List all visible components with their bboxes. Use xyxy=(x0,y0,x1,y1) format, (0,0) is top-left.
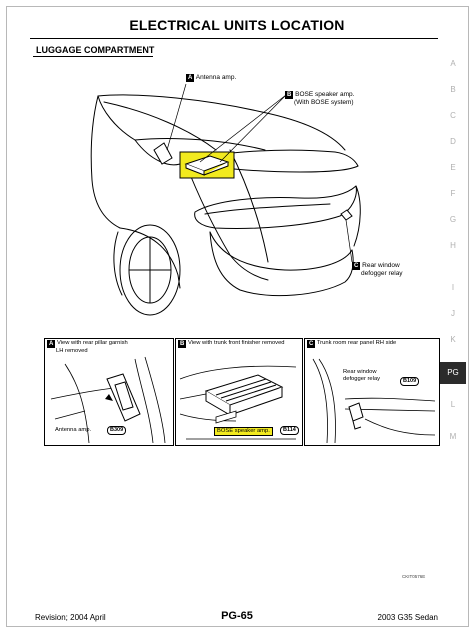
callout-c-tag: C xyxy=(352,262,361,270)
panel-a-caption-2: LH removed xyxy=(56,348,88,354)
callout-c-label-1: Rear window xyxy=(362,262,400,269)
panel-a-code: B309 xyxy=(107,426,127,435)
page-title: ELECTRICAL UNITS LOCATION xyxy=(129,17,345,33)
luggage-compartment-illustration xyxy=(90,83,361,316)
callout-antenna-amp: A Antenna amp. xyxy=(186,74,236,82)
side-letter-b[interactable]: B xyxy=(450,85,456,94)
callout-defogger-relay: C Rear window defogger relay xyxy=(352,262,403,278)
panel-c-tag: C xyxy=(307,340,316,348)
side-tab-pg[interactable]: PG xyxy=(440,362,466,384)
panel-b: B View with trunk front finisher removed… xyxy=(175,338,303,446)
panel-b-code: B114 xyxy=(280,426,299,435)
panel-b-illustration xyxy=(179,365,297,440)
figure-id: CKIT0576E xyxy=(402,574,426,579)
callout-c-label-2: defogger relay xyxy=(361,270,403,277)
panel-c-caption-text: Trunk room rear panel RH side xyxy=(316,340,397,346)
side-letter-i[interactable]: I xyxy=(451,283,455,292)
panel-a: A View with rear pillar garnish LH remov… xyxy=(44,338,174,446)
panel-a-part-label: Antenna amp. xyxy=(55,427,92,433)
callout-b-tag: B xyxy=(285,91,294,99)
side-letter-a[interactable]: A xyxy=(450,59,456,68)
panel-b-caption-text: View with trunk front finisher removed xyxy=(187,340,285,346)
panel-b-part-label: BOSE speaker amp. xyxy=(214,427,273,436)
side-letter-k[interactable]: K xyxy=(450,335,456,344)
panel-c-part-label-1: Rear window xyxy=(343,369,377,375)
side-letter-f[interactable]: F xyxy=(450,189,456,198)
callout-a-tag: A xyxy=(186,74,195,82)
panel-a-caption-1: View with rear pillar garnish xyxy=(56,340,128,346)
callout-bose-amp: B BOSE speaker amp. (With BOSE system) xyxy=(285,91,354,107)
panel-a-tag: A xyxy=(47,340,56,348)
callout-b-label-2: (With BOSE system) xyxy=(294,99,354,106)
panel-a-illustration xyxy=(50,356,166,444)
side-letter-d[interactable]: D xyxy=(450,137,456,146)
footer-revision: Revision; 2004 April xyxy=(35,613,106,622)
footer-page-number: PG-65 xyxy=(221,610,253,622)
panel-c-code: B109 xyxy=(400,377,420,386)
panel-c-caption: C Trunk room rear panel RH side xyxy=(307,340,396,348)
side-letter-j[interactable]: J xyxy=(451,309,455,318)
footer-model: 2003 G35 Sedan xyxy=(377,613,439,622)
panel-c-part-label-2: defogger relay xyxy=(343,376,381,382)
side-letter-l[interactable]: L xyxy=(450,400,456,409)
panel-b-tag: B xyxy=(178,340,187,348)
callout-a-label: Antenna amp. xyxy=(195,74,237,81)
side-letter-m[interactable]: M xyxy=(449,432,457,441)
side-letter-h[interactable]: H xyxy=(450,241,456,250)
panel-b-caption: B View with trunk front finisher removed xyxy=(178,340,285,348)
side-letter-e[interactable]: E xyxy=(450,163,456,172)
callout-b-label-1: BOSE speaker amp. xyxy=(295,91,355,98)
defogger-relay-part xyxy=(340,209,353,221)
panel-c-part-label: Rear window defogger relay xyxy=(343,369,380,383)
section-title: LUGGAGE COMPARTMENT xyxy=(36,45,155,55)
page-frame xyxy=(6,6,469,627)
panel-c-illustration xyxy=(312,358,436,444)
panel-c: C Trunk room rear panel RH side Rear win… xyxy=(304,338,440,446)
antenna-amp-part xyxy=(153,142,173,165)
side-letter-c[interactable]: C xyxy=(450,111,456,120)
title-rule xyxy=(30,38,438,39)
panel-a-caption: A View with rear pillar garnish LH remov… xyxy=(47,340,128,355)
section-rule xyxy=(33,56,153,57)
side-letter-g[interactable]: G xyxy=(449,215,457,224)
